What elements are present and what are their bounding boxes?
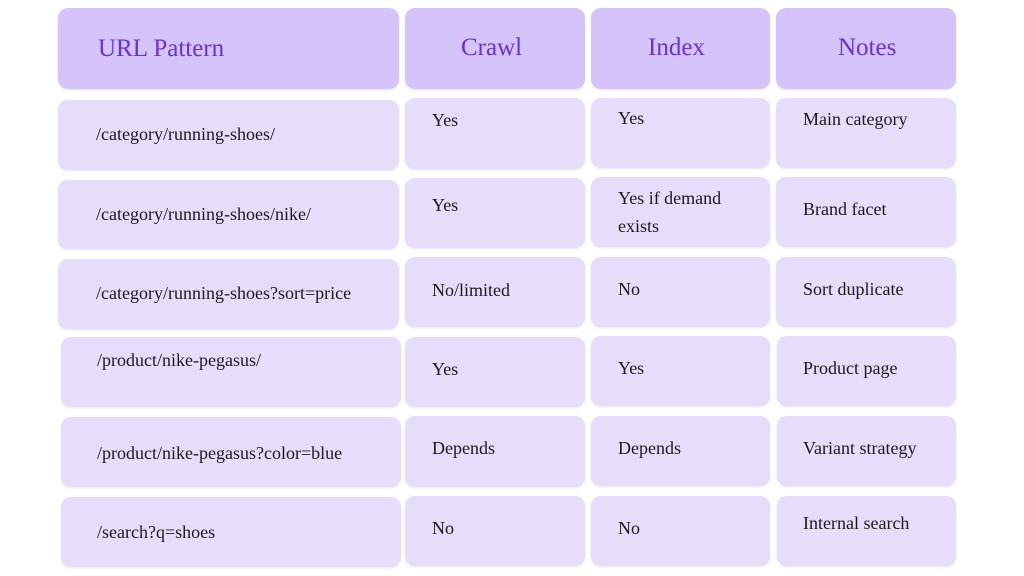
header-notes-label: Notes [838,34,897,61]
header-index: Index [591,8,770,89]
row-1-index: Yes [591,98,770,168]
row-5-index-text: Depends [618,438,681,458]
row-3-crawl-text: No/limited [432,280,510,300]
row-5-url: /product/nike-pegasus?color=blue [61,417,401,487]
row-6-url-text: /search?q=shoes [97,522,216,542]
row-3-crawl: No/limited [405,257,585,327]
row-1-url: /category/running-shoes/ [58,100,399,170]
row-1-crawl: Yes [405,98,585,169]
header-url-pattern: URL Pattern [58,8,399,89]
header-index-label: Index [648,34,705,61]
row-4-notes: Product page [777,336,956,406]
row-5-crawl-text: Depends [432,438,495,458]
row-2-url-text: /category/running-shoes/nike/ [96,204,311,224]
row-6-url: /search?q=shoes [61,497,401,567]
row-1-notes-text: Main category [803,109,908,129]
row-3-index-text: No [618,279,640,299]
row-1-url-text: /category/running-shoes/ [96,124,275,144]
row-5-notes-text: Variant strategy [803,438,917,458]
row-3-notes: Sort duplicate [776,257,956,327]
header-url-pattern-label: URL Pattern [98,35,225,62]
header-notes: Notes [776,8,956,89]
row-2-url: /category/running-shoes/nike/ [58,180,399,249]
row-4-crawl-text: Yes [432,359,459,379]
row-3-index: No [591,257,770,327]
header-crawl-label: Crawl [461,34,523,61]
row-2-index-text: Yes if demand exists [618,188,722,236]
row-3-url: /category/running-shoes?sort=price [58,259,399,329]
row-6-index-text: No [618,518,640,538]
row-4-index-text: Yes [618,358,645,378]
row-4-index: Yes [591,336,770,406]
row-1-notes: Main category [776,98,956,168]
row-2-crawl: Yes [405,178,585,248]
row-5-crawl: Depends [405,416,585,487]
row-6-crawl-text: No [432,518,454,538]
row-1-index-text: Yes [618,108,645,128]
row-1-crawl-text: Yes [432,110,459,130]
row-6-notes-text: Internal search [803,513,910,533]
header-crawl: Crawl [405,8,585,89]
row-5-url-text: /product/nike-pegasus?color=blue [97,443,343,463]
row-4-notes-text: Product page [803,358,898,378]
row-3-notes-text: Sort duplicate [803,279,904,299]
row-2-crawl-text: Yes [432,195,459,215]
row-2-notes-text: Brand facet [803,199,887,219]
row-4-crawl: Yes [405,337,585,407]
row-6-notes: Internal search [777,496,956,566]
row-4-url-text: /product/nike-pegasus/ [97,350,261,370]
row-6-index: No [591,496,770,566]
row-5-index: Depends [591,416,770,486]
row-6-crawl: No [405,496,585,566]
row-3-url-text: /category/running-shoes?sort=price [96,283,352,303]
row-2-notes: Brand facet [776,177,956,247]
row-5-notes: Variant strategy [777,416,956,486]
row-4-url: /product/nike-pegasus/ [61,337,401,407]
row-2-index: Yes if demand exists [591,177,770,247]
